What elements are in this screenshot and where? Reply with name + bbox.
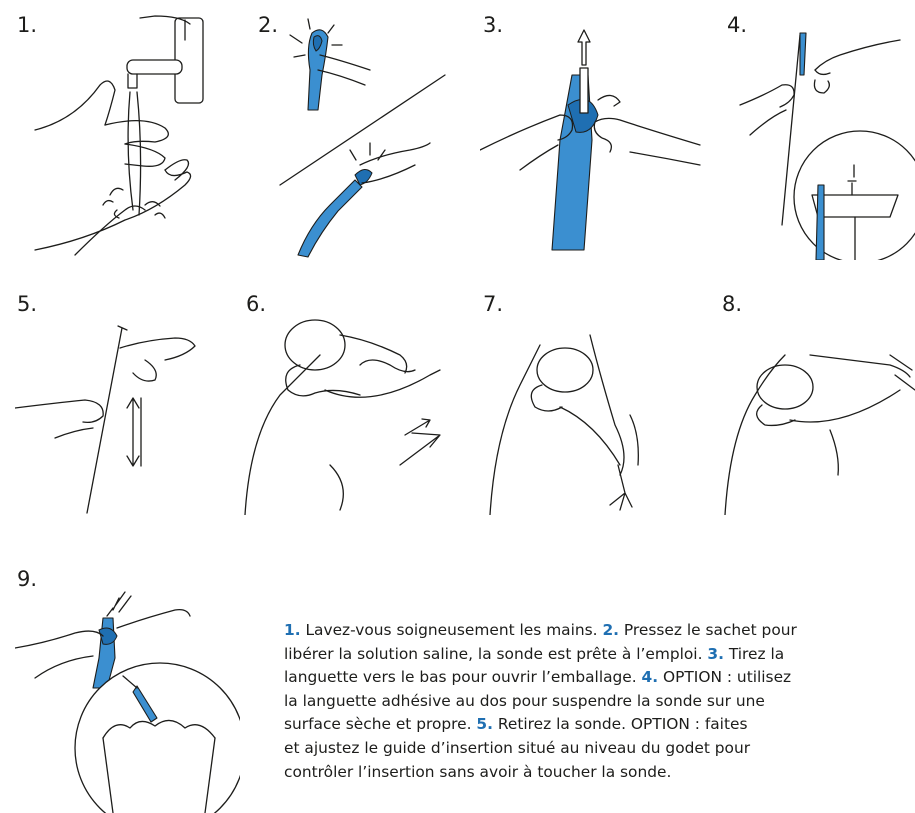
instructions-line-3: languette vers le bas pour ouvrir l’emba…: [284, 666, 915, 690]
illustration-wash-hands: [15, 10, 240, 260]
illustration-insertion: [240, 315, 480, 515]
step-number-9: 9.: [17, 569, 37, 590]
illustration-draining: [480, 315, 720, 515]
step-number-7: 7.: [483, 294, 503, 315]
step-number-8: 8.: [722, 294, 742, 315]
illustration-pull-tab: [480, 20, 705, 260]
instructions-line-1: 1. Lavez-vous soigneusement les mains. 2…: [284, 619, 915, 643]
illustration-disposal: [15, 588, 240, 813]
instructions-line-4: la languette adhésive au dos pour suspen…: [284, 690, 915, 714]
instructions-text: 1. Lavez-vous soigneusement les mains. 2…: [284, 619, 915, 813]
instructions-line-2: libérer la solution saline, la sonde est…: [284, 643, 915, 667]
illustration-hang-on-sink: [720, 15, 915, 260]
instructions-line-5: surface sèche et propre. 5. Retirez la s…: [284, 713, 915, 737]
illustration-withdrawal: [720, 315, 915, 515]
step-number-5: 5.: [17, 294, 37, 315]
instructions-line-7: contrôler l’insertion sans avoir à touch…: [284, 761, 915, 785]
illustration-remove-catheter: [15, 318, 240, 518]
illustration-press-sachet: [250, 15, 475, 260]
step-number-6: 6.: [246, 294, 266, 315]
instructions-line-6: et ajustez le guide d’insertion situé au…: [284, 737, 915, 761]
